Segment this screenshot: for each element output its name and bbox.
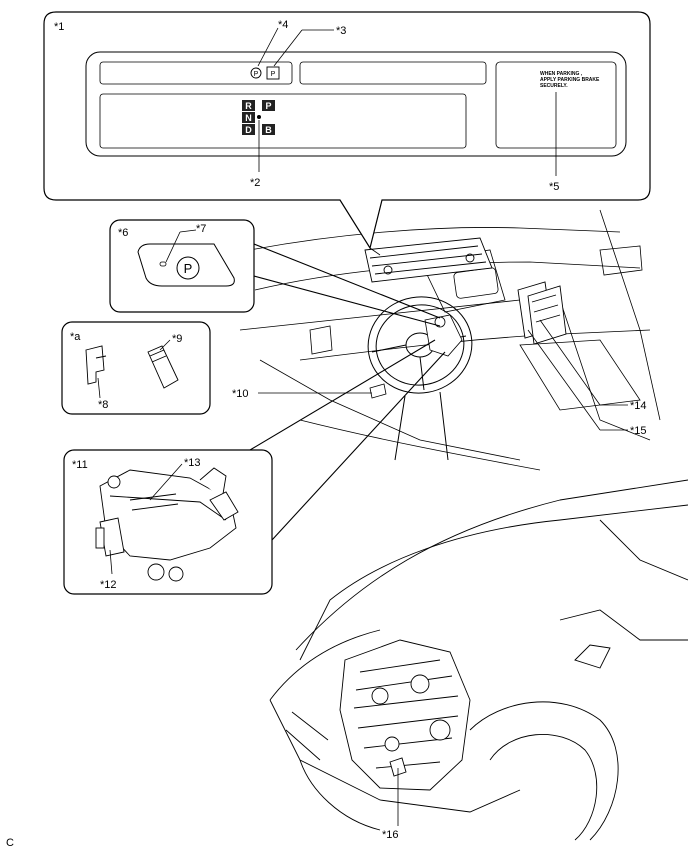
callout-3: *3 — [336, 25, 346, 37]
shift-lever-part — [369, 314, 463, 399]
ecu-inset — [61, 321, 211, 415]
warning-line-3: SECURELY. — [540, 83, 568, 89]
callout-15: *15 — [630, 425, 647, 437]
meter-inset: P P R P N D B WHEN PARKING , APPLY PARKI… — [43, 11, 651, 250]
callout-5: *5 — [549, 181, 559, 193]
callout-4: *4 — [278, 19, 288, 31]
sensor-bracket-part — [85, 345, 107, 385]
callout-13: *13 — [184, 457, 201, 469]
meter-leaders — [257, 27, 557, 176]
ecu-cluster — [517, 281, 567, 345]
figure-code: C — [6, 837, 14, 849]
parking-indicator-icon: P — [250, 67, 262, 79]
callout-1: *1 — [54, 21, 64, 33]
warning-line-1: WHEN PARKING , — [540, 71, 583, 77]
callout-a: *a — [70, 331, 81, 343]
park-warning-message: WHEN PARKING , APPLY PARKING BRAKE SECUR… — [540, 71, 600, 89]
p-switch-letter: P — [184, 261, 193, 276]
shift-b: B — [265, 125, 272, 135]
callout-2: *2 — [250, 177, 260, 189]
vehicle-exterior — [269, 479, 688, 841]
shift-p: P — [265, 101, 271, 111]
callout-12: *12 — [100, 579, 117, 591]
ecu-module-part — [147, 345, 179, 389]
shift-lever-pointer — [249, 339, 446, 541]
callout-14: *14 — [630, 400, 647, 412]
shift-n: N — [245, 113, 252, 123]
callout-9: *9 — [172, 333, 182, 345]
shift-r: R — [245, 101, 252, 111]
p-switch-indicator-light — [159, 261, 167, 267]
callout-11: *11 — [72, 459, 88, 471]
engine-assembly — [339, 639, 471, 791]
steering-wheel — [367, 296, 473, 461]
callout-10: *10 — [232, 388, 249, 400]
dashboard-illustration — [239, 209, 661, 471]
meter-pointer-line — [369, 247, 381, 256]
shift-position-indicator: R P N D B — [242, 100, 275, 135]
shift-lever-inset — [63, 449, 273, 595]
p-switch-inset: P — [109, 219, 255, 313]
parking-indicator-letter: P — [254, 71, 259, 78]
combination-meter-part — [364, 237, 493, 283]
leaders-14-15 — [527, 319, 628, 431]
shift-d: D — [245, 125, 252, 135]
callout-16: *16 — [382, 829, 399, 841]
callout-6: *6 — [118, 227, 128, 239]
callout-8: *8 — [98, 399, 108, 411]
p-switch-pointer — [253, 243, 441, 327]
callout-7: *7 — [196, 223, 206, 235]
warning-line-2: APPLY PARKING BRAKE — [540, 77, 600, 83]
parking-lamp-letter: P — [271, 71, 276, 78]
shift-lever-assembly — [95, 467, 239, 582]
parking-lamp-icon: P — [266, 66, 280, 80]
p-switch-button — [176, 256, 200, 280]
